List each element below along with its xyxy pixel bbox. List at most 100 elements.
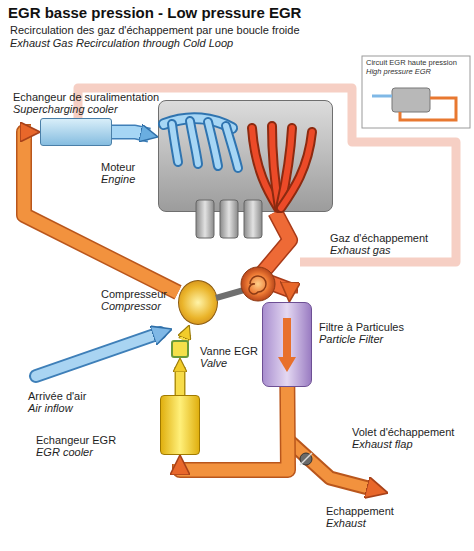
part-label: Engine	[101, 173, 135, 185]
part-caption: Air inflow	[28, 402, 73, 414]
exhaust-flap	[300, 453, 312, 465]
intake-runner	[208, 122, 218, 166]
pipe-fill	[288, 440, 372, 489]
pipe-outline	[258, 212, 290, 293]
exhaust-manifold	[252, 126, 312, 208]
pipe-outline	[112, 132, 149, 135]
flow-arrow	[258, 212, 290, 302]
exhaust-runner	[280, 128, 292, 208]
intake-plenum	[164, 118, 232, 128]
part-label: Echangeur EGR	[36, 434, 116, 446]
diagram-title: EGR basse pression - Low pressure EGR	[8, 4, 301, 21]
intake-runner	[190, 121, 198, 164]
part-label: Compressor	[101, 300, 161, 312]
part-label: Valve	[200, 357, 227, 369]
charge-air-cooler: Echangeur de suralimentationSuperchargin…	[40, 118, 112, 146]
charge-air-pipe	[24, 132, 178, 292]
cylinder	[220, 200, 238, 238]
pipe-outline	[288, 440, 372, 489]
exhaust-runner	[272, 126, 279, 208]
intake-pipe	[112, 132, 158, 137]
part-caption: Gaz d'échappement	[330, 232, 428, 244]
intake-runner	[172, 124, 178, 162]
part-label: Echangeur de suralimentation	[13, 91, 159, 103]
filter-flow-arrow	[278, 318, 296, 372]
inset-engine	[392, 88, 430, 112]
flow-arrow	[180, 358, 181, 395]
flow-arrow	[330, 478, 388, 493]
exhaust-runner	[272, 126, 279, 208]
part-label: EGR cooler	[36, 446, 93, 458]
inset-egr-loop	[400, 98, 456, 120]
cylinder	[196, 200, 214, 238]
intake-plenum	[164, 118, 232, 128]
pipe-outline	[24, 132, 178, 292]
pipe-fill	[24, 132, 178, 292]
exhaust-outlet-pipe	[288, 440, 388, 493]
flow-arrow	[112, 132, 158, 137]
part-caption: Exhaust	[326, 517, 366, 529]
pipe-fill	[176, 367, 184, 395]
pipe-outline	[36, 333, 160, 376]
turbine-spiral	[249, 276, 266, 294]
part-label: Filtre à Particules	[319, 321, 404, 333]
part-label: Particle Filter	[319, 333, 383, 345]
intake-manifold	[164, 118, 238, 168]
part-caption: Recirculation des gaz d'échappement par …	[10, 24, 300, 36]
intake-runner	[208, 122, 218, 166]
pipe-fill	[183, 333, 186, 340]
flap-disc	[300, 453, 312, 465]
part-caption: Volet d'échappement	[352, 426, 454, 438]
intake-runner	[226, 126, 238, 168]
part-label: Vanne EGR	[200, 345, 258, 357]
egr-valve: Vanne EGRValve	[171, 340, 189, 358]
air-inflow-pipe	[36, 329, 172, 376]
flow-arrow-shaft	[283, 318, 291, 358]
intake-runner	[190, 121, 198, 164]
exhaust-runner	[280, 128, 292, 208]
pipe-fill	[36, 333, 160, 376]
flow-arrow	[24, 132, 178, 292]
egr-pipe	[183, 325, 189, 340]
engine-cylinders	[196, 200, 262, 238]
exhaust-runner	[281, 132, 312, 208]
turbine-housing	[241, 267, 275, 301]
turbo-shaft	[216, 290, 244, 298]
part-caption: Echappement	[326, 505, 394, 517]
egr-cooler: Echangeur EGREGR cooler	[160, 395, 200, 455]
flow-arrow	[36, 329, 172, 376]
part-caption: Circuit EGR haute pression	[366, 59, 457, 68]
particle-filter: Filtre à ParticulesParticle Filter	[262, 302, 312, 387]
part-caption: Exhaust gas	[330, 244, 391, 256]
intake-runner	[226, 126, 238, 168]
exhaust-runner	[252, 128, 278, 208]
part-label: Compresseur	[101, 288, 167, 300]
engine-block: MoteurEngine	[158, 100, 333, 212]
turbocharger	[216, 267, 275, 301]
part-caption: Exhaust Gas Recirculation through Cold L…	[10, 37, 233, 49]
pipe-fill	[258, 212, 290, 293]
flow-arrow-head	[278, 357, 296, 372]
part-label: Moteur	[101, 161, 135, 173]
part-caption: Arrivée d'air	[28, 390, 86, 402]
part-caption: High pressure EGR	[366, 68, 431, 77]
pipe-fill	[112, 132, 149, 135]
flap-blade	[300, 453, 312, 465]
cylinder	[244, 200, 262, 238]
flow-arrow	[183, 325, 189, 340]
compressor: CompresseurCompressor	[178, 280, 218, 325]
inset-frame	[362, 56, 470, 128]
exhaust-runner	[281, 132, 312, 208]
exhaust-runner	[252, 128, 278, 208]
pipe-outline	[183, 333, 186, 340]
exhaust-pipe	[258, 212, 290, 302]
part-caption: Exhaust flap	[352, 438, 413, 450]
high-pressure-loop	[78, 88, 456, 262]
intake-runner	[172, 124, 178, 162]
egr-pipe	[180, 358, 181, 395]
